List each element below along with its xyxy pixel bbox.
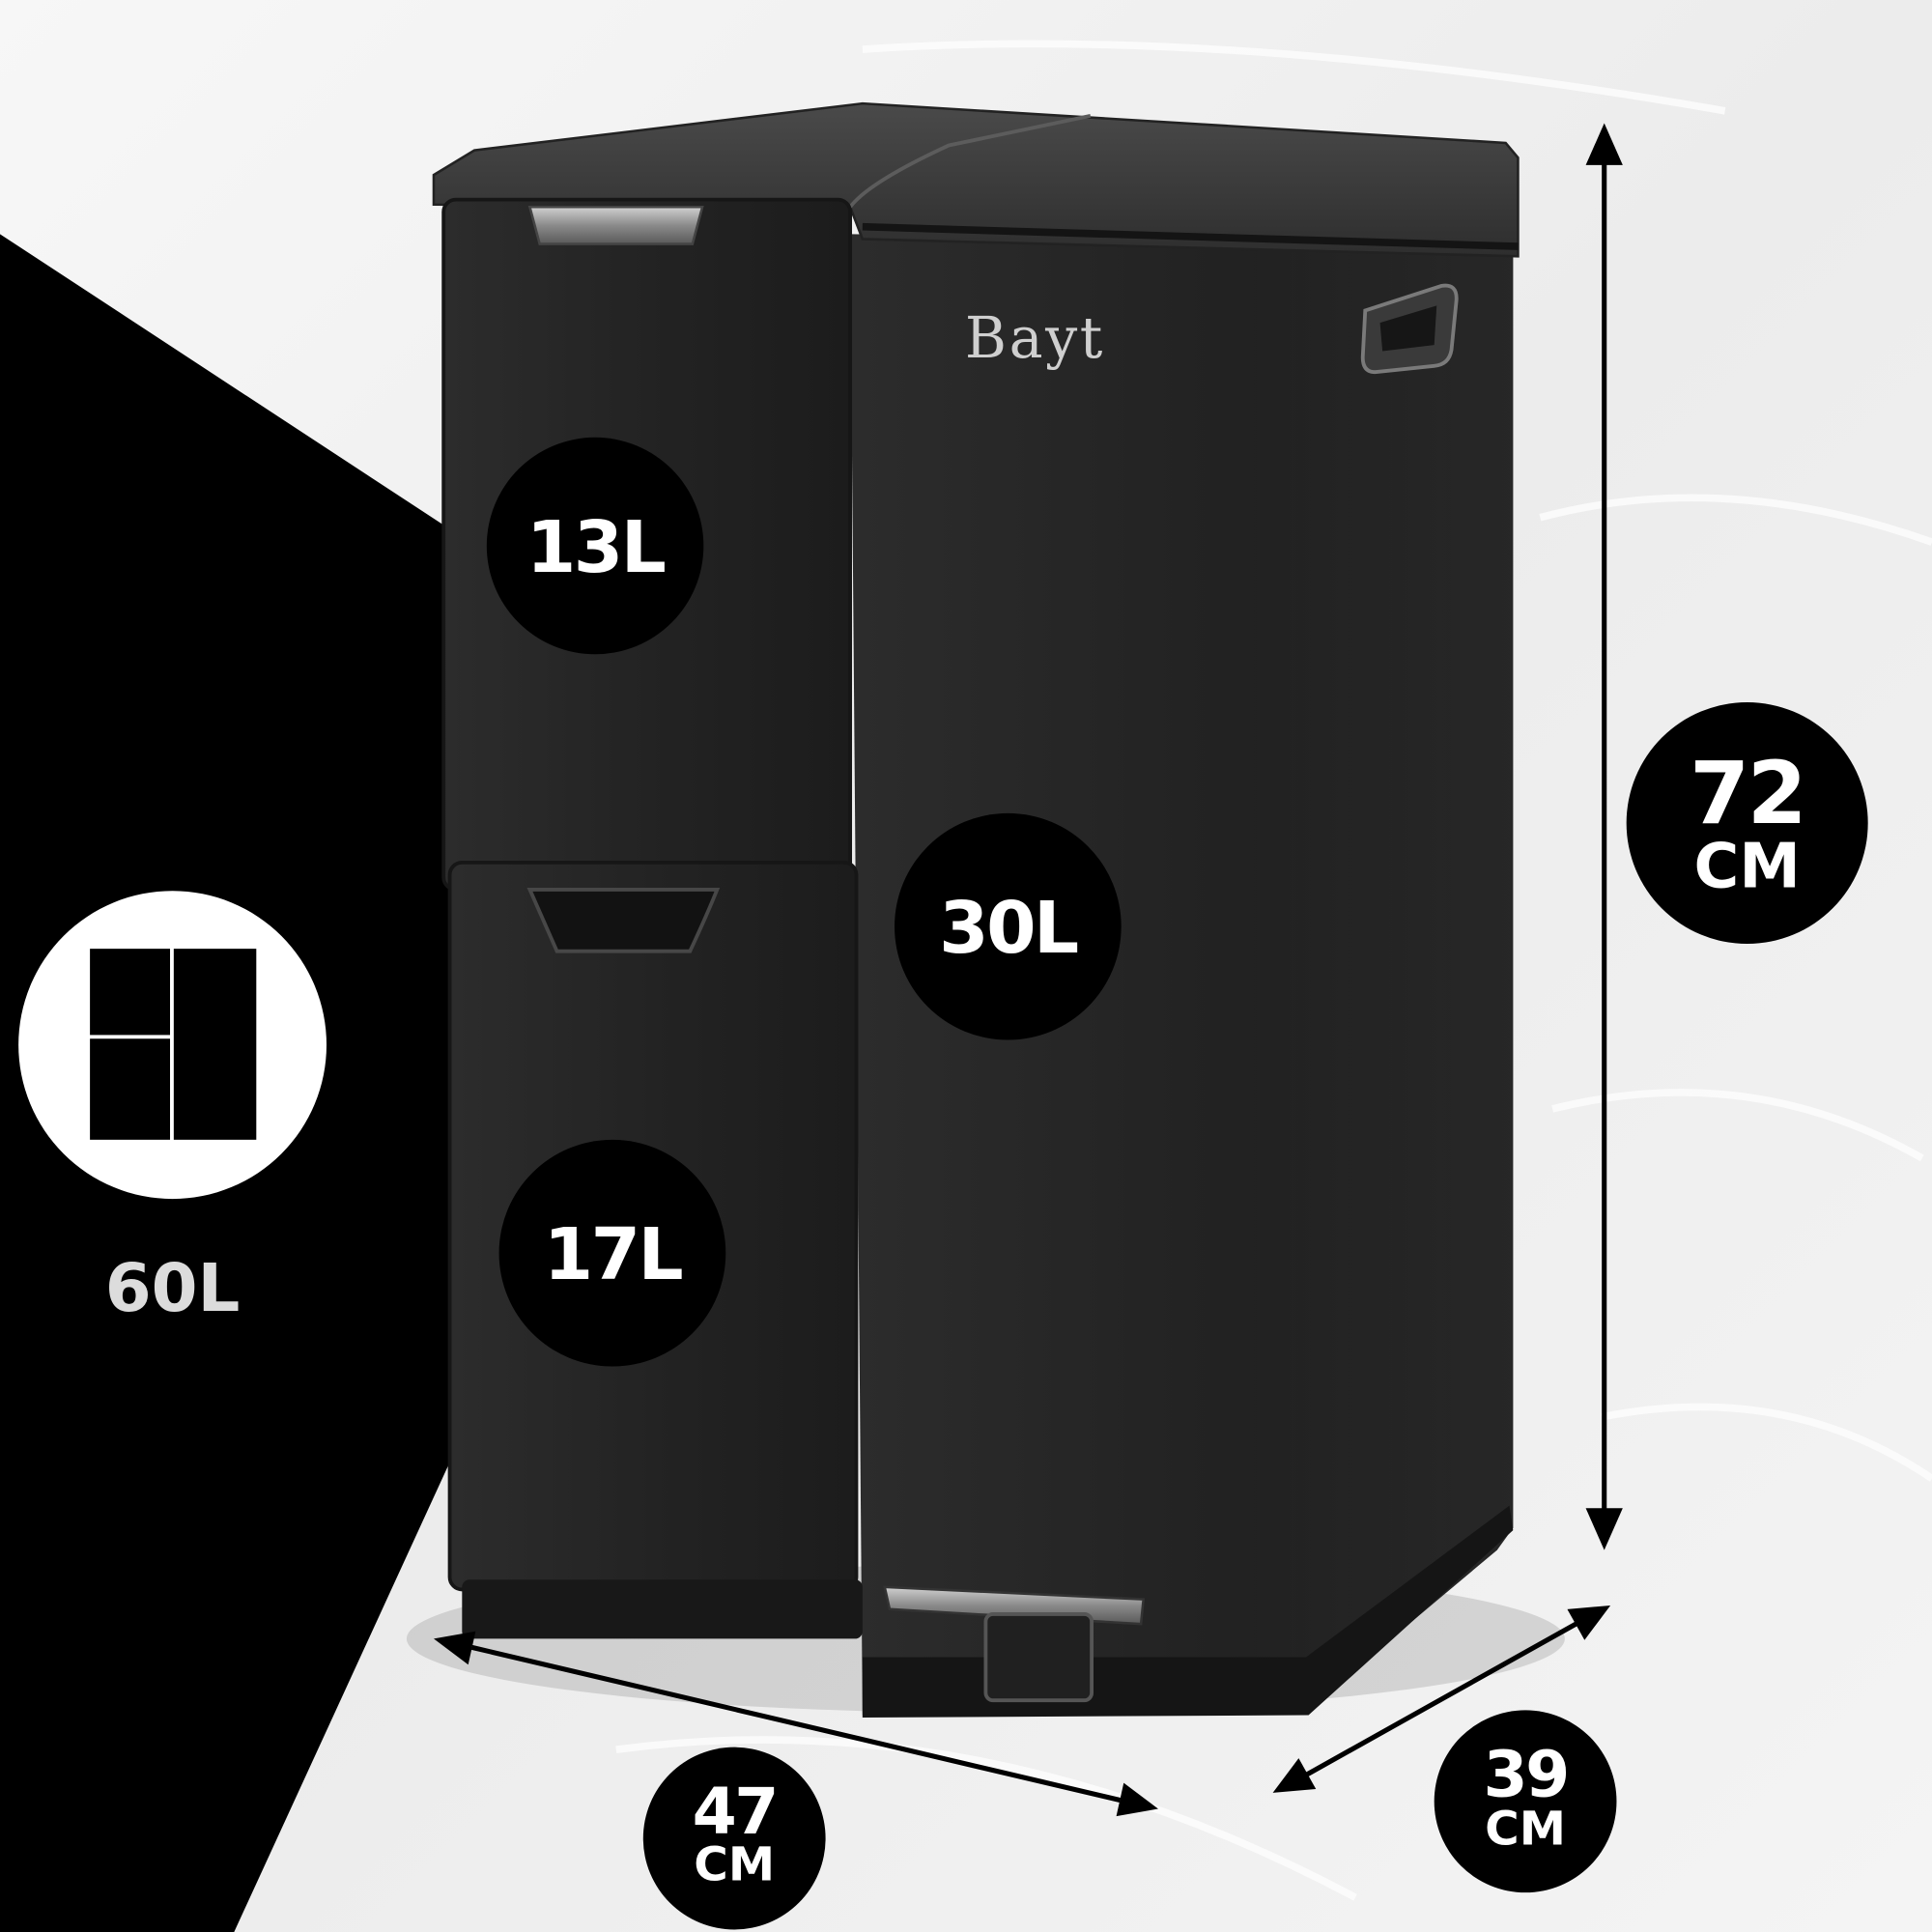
depth-unit: CM [1485,1802,1566,1856]
arrowhead-right [1116,1782,1158,1817]
badge-circle [498,1139,726,1367]
height-unit: CM [1694,831,1801,902]
capacity-badge-circle [18,891,327,1200]
badge-circle [895,812,1122,1040]
lid-divider [848,114,1092,209]
badge-label: 13L [526,506,666,589]
lower-left-base [462,1579,863,1639]
width-badge: 47 CM [642,1747,826,1930]
compartment-badge-13l: 13L [486,437,704,655]
badge-circle [486,437,704,655]
badge-circle [1626,702,1868,945]
lower-drawer-handle [526,888,721,953]
arrowhead-bottom [1272,1758,1317,1793]
arrowhead-top [1567,1605,1611,1640]
bin-side-face [1257,243,1514,1711]
arrowhead-bottom [1585,1508,1623,1550]
width-value: 47 [693,1774,777,1849]
height-badge: 72 CM [1626,702,1868,945]
height-value: 72 [1690,744,1804,844]
height-dimension-arrow [1585,123,1623,1550]
badge-label: 30L [939,887,1078,970]
lid-front-edge [862,222,1519,250]
double-arrow-icon [1306,1621,1577,1776]
total-capacity-label: 60L [105,1250,241,1327]
badge-circle [1434,1710,1617,1893]
brand-logo: Bayt [965,305,1105,371]
upper-lid-handle [527,206,704,245]
badge-circle [642,1747,826,1930]
width-unit: CM [694,1837,775,1891]
double-arrow-icon [470,1644,1122,1804]
trash-bin: Bayt [432,101,1520,1719]
arrowhead-top [1585,123,1623,165]
compartment-layout-icon [90,949,257,1140]
width-dimension-arrow [433,1631,1158,1817]
badge-label: 17L [544,1213,683,1296]
compartment-badge-17l: 17L [498,1139,726,1367]
capacity-badge [18,891,327,1200]
depth-badge: 39 CM [1434,1710,1617,1893]
foot-pedal-bracket [983,1612,1094,1703]
compartment-badge-30l: 30L [895,812,1122,1040]
side-handle-grip [1379,305,1437,352]
depth-value: 39 [1483,1737,1567,1812]
arrowhead-left [433,1631,476,1665]
depth-dimension-arrow [1272,1605,1611,1793]
